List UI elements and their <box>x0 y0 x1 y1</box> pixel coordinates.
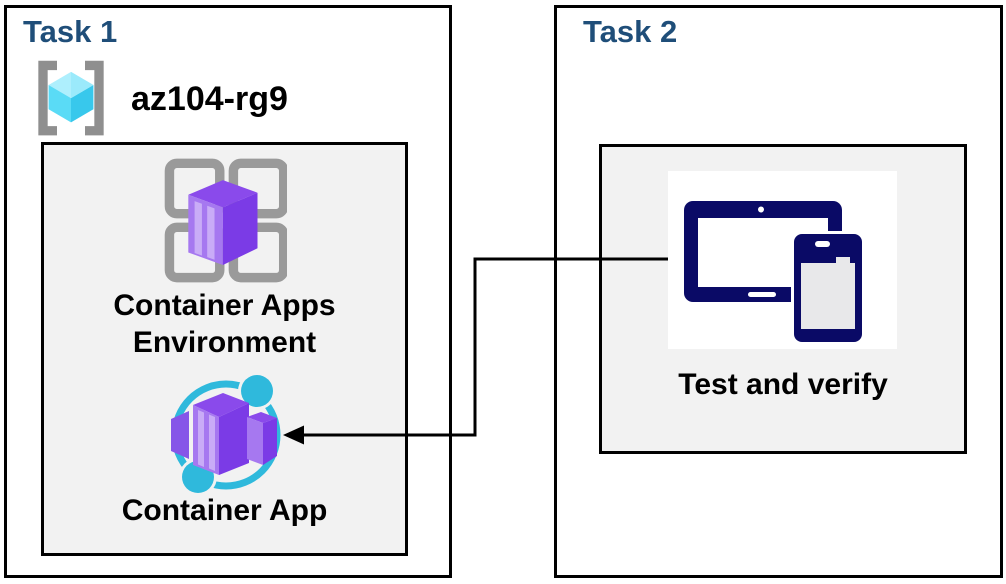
container-apps-environment-label: Container Apps Environment <box>44 287 405 361</box>
azure-resource-group-icon <box>38 60 104 136</box>
task2-box: Task 2 Test and verify <box>554 5 1003 578</box>
resource-group-name: az104-rg9 <box>131 79 288 118</box>
test-and-verify-label: Test and verify <box>678 368 888 401</box>
container-apps-environment-icon <box>164 158 287 283</box>
task2-title: Task 2 <box>583 14 678 49</box>
task1-box: Task 1 az104-rg9 <box>4 5 452 578</box>
container-app-label: Container App <box>121 494 328 527</box>
task2-inner-box: Test and verify <box>599 144 967 454</box>
resource-group: az104-rg9 <box>29 56 288 142</box>
test-icon-panel <box>668 171 897 349</box>
task1-title: Task 1 <box>23 14 118 49</box>
task1-inner-box: Container Apps Environment Con <box>41 142 408 556</box>
container-apps-environment-label-line1: Container Apps <box>113 289 336 322</box>
container-app-icon <box>171 375 281 496</box>
tablet-and-phone-icon <box>684 201 865 345</box>
container-apps-environment-label-line2: Environment <box>132 326 317 359</box>
